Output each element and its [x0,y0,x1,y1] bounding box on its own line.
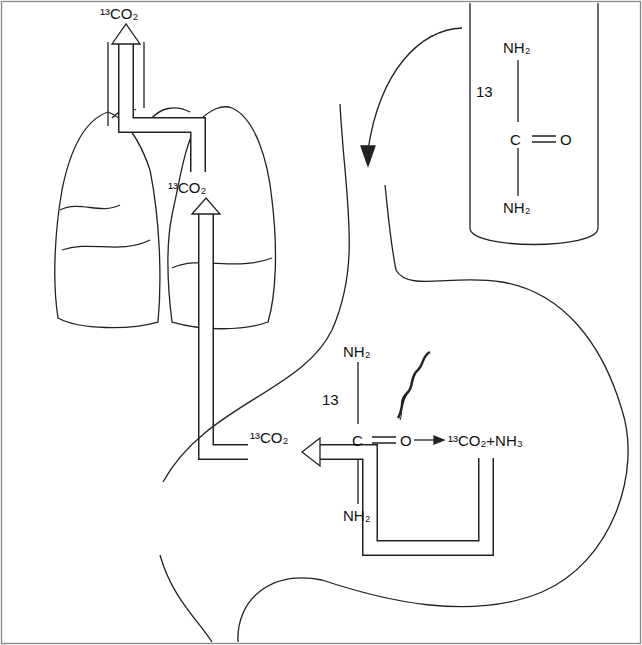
arrowhead [192,198,220,214]
amine-group: NH₂ [343,508,371,523]
stomach-outline [238,185,628,642]
test-tube [470,3,598,245]
amine-group: NH₂ [503,40,531,55]
duodenum-outline [160,555,212,642]
carbon-atom: C [510,132,521,147]
left-lung [55,112,160,328]
oxygen-atom: O [560,132,572,147]
carbon-atom: C [352,433,363,448]
hollow-arrow-outline [318,452,486,548]
hollow-arrow-outline [126,42,198,172]
bond-lines [518,60,556,196]
arrowhead [112,24,140,44]
arrowhead [434,436,444,444]
lung-fissure [172,258,272,268]
absorbed-co2-label: ¹³CO₂ [250,430,288,445]
isotope-number: 13 [322,392,339,407]
bacterium-flagellum [400,394,405,420]
swallow-arrow [368,28,462,150]
amine-group: NH₂ [343,344,371,359]
lung-co2-label: ¹³CO₂ [168,180,206,195]
breath-co2-label: ¹³CO₂ [100,6,138,21]
trachea-wall [108,42,144,126]
hollow-arrow-fill [318,452,486,548]
isotope-number: 13 [476,84,493,99]
bacterium [398,352,430,418]
lung-fissure [62,240,150,250]
arrowhead [302,438,320,466]
oxygen-atom: O [400,433,412,448]
right-lung [168,107,276,329]
reaction-products: ¹³CO₂+NH₃ [448,433,523,448]
hollow-arrow-fill [126,42,198,172]
stomach-outline [163,104,349,482]
lung-fissure [60,205,120,210]
reaction-arrow [414,439,436,440]
arrowhead [361,146,375,166]
amine-group: NH₂ [503,200,531,215]
